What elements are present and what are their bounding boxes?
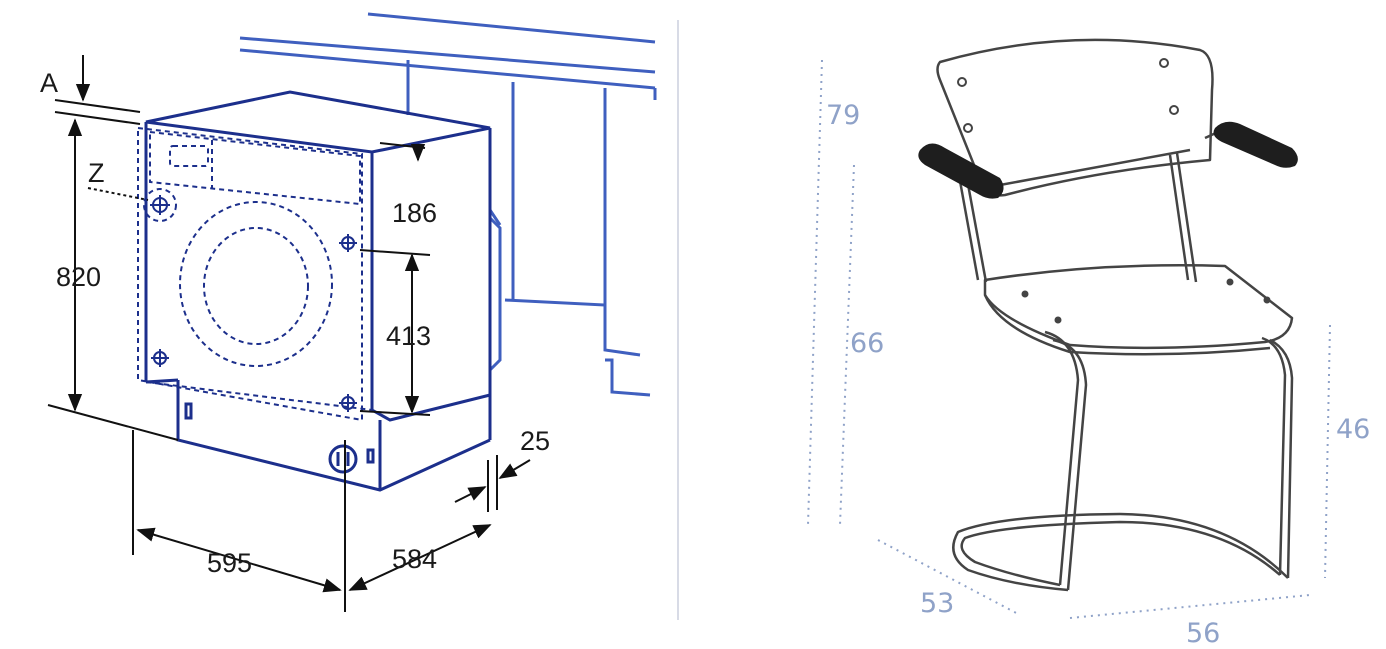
label-span-413: 413 bbox=[386, 321, 431, 351]
chair-screws bbox=[957, 58, 1271, 324]
label-total-height-79: 79 bbox=[826, 100, 860, 131]
label-depth-584: 584 bbox=[392, 544, 437, 574]
washer-dimension-lines bbox=[47, 55, 531, 612]
label-width-595: 595 bbox=[207, 548, 252, 578]
cabinet-outline bbox=[239, 12, 657, 397]
label-A: A bbox=[40, 68, 58, 98]
label-top-186: 186 bbox=[392, 198, 437, 228]
label-Z: Z bbox=[88, 158, 105, 188]
label-armrest-height-66: 66 bbox=[850, 328, 884, 359]
chair-frame bbox=[936, 38, 1294, 592]
washer-dashed-frame bbox=[137, 126, 373, 422]
chair-diagram: 79 66 46 53 56 bbox=[807, 38, 1370, 649]
label-depth-53: 53 bbox=[920, 588, 954, 619]
label-gap-25: 25 bbox=[520, 426, 550, 456]
chair-dimension-lines bbox=[807, 59, 1331, 619]
washer-drain-cap bbox=[184, 402, 375, 474]
washer-fixing-points bbox=[150, 195, 357, 412]
chair-armrests bbox=[918, 121, 1298, 199]
label-width-56: 56 bbox=[1186, 618, 1220, 649]
label-height-820: 820 bbox=[56, 262, 101, 292]
label-seat-height-46: 46 bbox=[1336, 414, 1370, 445]
washer-body bbox=[144, 90, 492, 492]
washer-diagram: A Z 820 186 413 25 595 584 bbox=[40, 12, 657, 612]
